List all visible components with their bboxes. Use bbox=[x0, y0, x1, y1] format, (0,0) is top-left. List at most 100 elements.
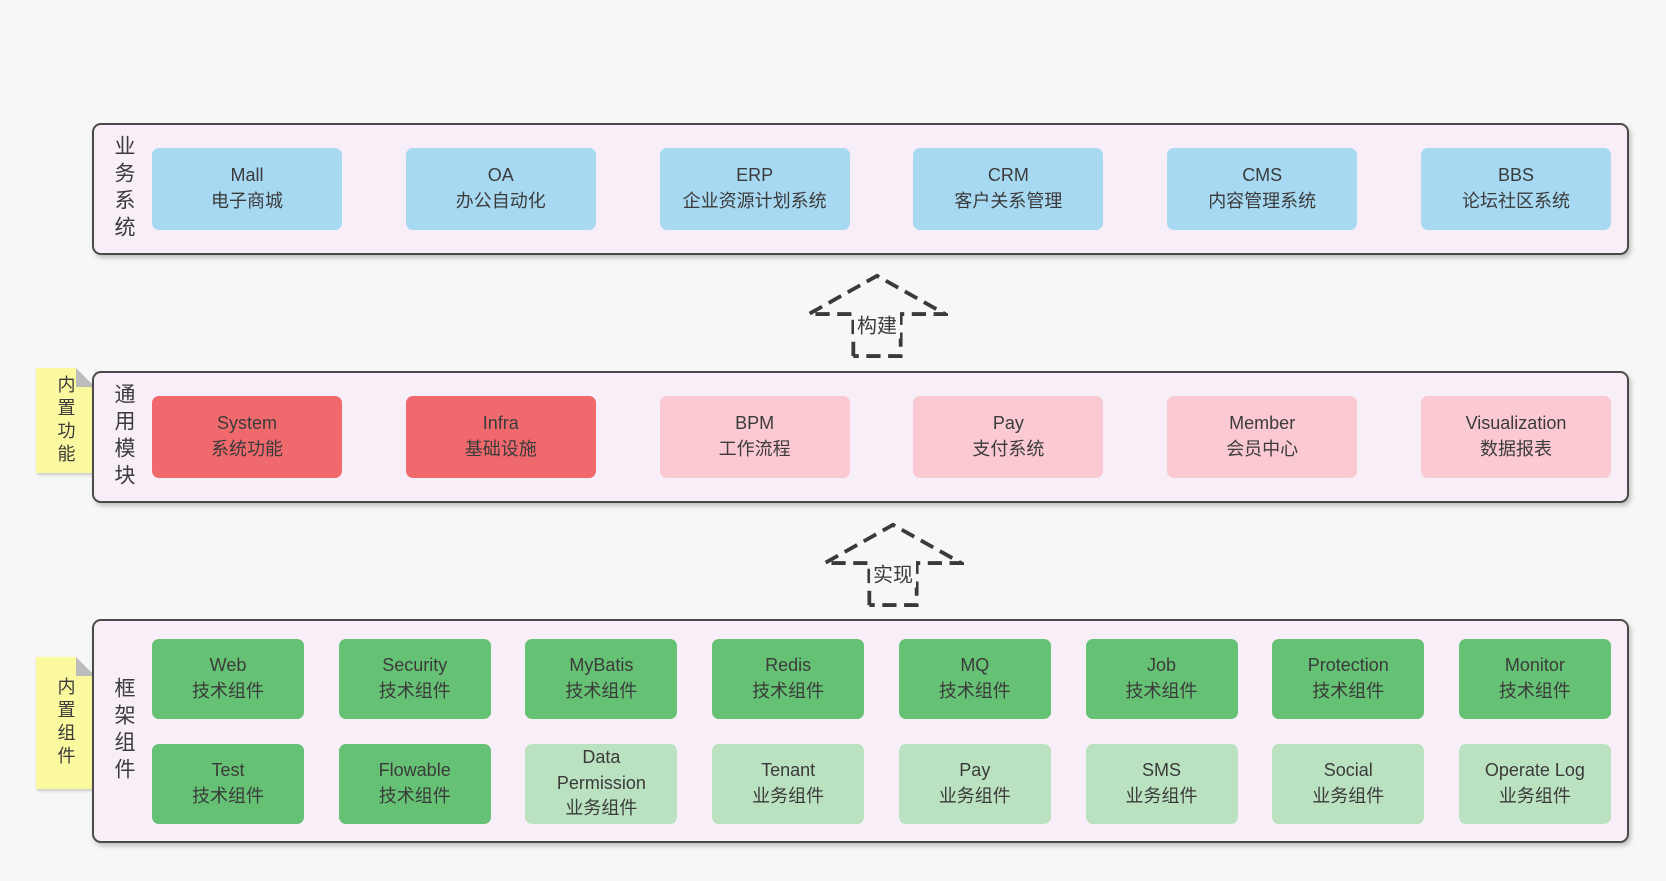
box-flowable: Flowable 技术组件 bbox=[338, 743, 491, 824]
box-subtitle: 业务组件 bbox=[938, 785, 1011, 806]
box-tenant: Tenant 业务组件 bbox=[712, 743, 865, 824]
layer-label: 框架组件 bbox=[112, 677, 135, 785]
box-redis: Redis 技术组件 bbox=[712, 638, 865, 719]
box-title: OA bbox=[487, 165, 514, 186]
box-subtitle: 技术组件 bbox=[378, 680, 451, 701]
box-subtitle: 内容管理系统 bbox=[1208, 191, 1317, 211]
dashed-up-arrow-icon bbox=[822, 522, 964, 607]
box-title: MyBatis bbox=[569, 654, 634, 675]
box-subtitle: 技术组件 bbox=[192, 785, 264, 806]
box-subtitle: 业务组件 bbox=[1498, 785, 1571, 806]
box-title: SMS bbox=[1142, 759, 1182, 780]
box-cms: CMS 内容管理系统 bbox=[1167, 148, 1358, 230]
sticky-note-built-in-features: 内置功能 bbox=[36, 368, 95, 473]
box-title: Web bbox=[209, 654, 247, 675]
box-title: Monitor bbox=[1504, 654, 1565, 675]
box-subtitle: 办公自动化 bbox=[455, 191, 546, 211]
box-title: CRM bbox=[987, 165, 1029, 186]
box-subtitle: 技术组件 bbox=[752, 680, 825, 701]
box-title: Test bbox=[211, 759, 245, 780]
box-subtitle: 技术组件 bbox=[1125, 680, 1198, 701]
box-title: BBS bbox=[1497, 165, 1534, 186]
box-subtitle: 业务组件 bbox=[752, 785, 825, 806]
box-subtitle: 企业资源计划系统 bbox=[682, 191, 827, 211]
layer-label: 通用模块 bbox=[112, 383, 135, 491]
box-subtitle: 会员中心 bbox=[1226, 439, 1299, 459]
box-operate-log: Operate Log 业务组件 bbox=[1458, 743, 1611, 824]
box-member: Member 会员中心 bbox=[1167, 396, 1358, 478]
box-title: BPM bbox=[735, 413, 775, 434]
box-title: System bbox=[216, 413, 277, 434]
box-subtitle: 电子商城 bbox=[211, 191, 283, 211]
box-job: Job 技术组件 bbox=[1085, 638, 1238, 719]
box-title: Visualization bbox=[1465, 413, 1567, 434]
sticky-note-built-in-components: 内置组件 bbox=[36, 657, 95, 789]
box-title: Operate Log bbox=[1484, 759, 1585, 780]
box-monitor: Monitor 技术组件 bbox=[1458, 638, 1611, 719]
dashed-up-arrow-icon bbox=[806, 273, 948, 358]
box-title: Flowable bbox=[378, 759, 451, 780]
box-subtitle: 工作流程 bbox=[718, 439, 791, 459]
arrow-label: 构建 bbox=[854, 309, 900, 339]
box-security: Security 技术组件 bbox=[338, 638, 491, 719]
box-pay: Pay 支付系统 bbox=[913, 396, 1104, 478]
box-bpm: BPM 工作流程 bbox=[659, 396, 850, 478]
box-subtitle: 支付系统 bbox=[972, 439, 1045, 459]
box-protection: Protection 技术组件 bbox=[1272, 638, 1425, 719]
box-title: MQ bbox=[960, 654, 990, 675]
box-subtitle: 技术组件 bbox=[565, 680, 638, 701]
box-erp: ERP 企业资源计划系统 bbox=[659, 148, 850, 230]
box-subtitle: 业务组件 bbox=[1312, 785, 1385, 806]
box-subtitle: 论坛社区系统 bbox=[1461, 191, 1570, 211]
arrow-build: 构建 bbox=[806, 272, 948, 358]
box-subtitle: 技术组件 bbox=[1312, 680, 1385, 701]
box-title: Social bbox=[1323, 759, 1373, 780]
box-title: Pay bbox=[959, 759, 991, 780]
box-subtitle: 业务组件 bbox=[565, 798, 638, 819]
box-visualization: Visualization 数据报表 bbox=[1420, 396, 1611, 478]
box-title: Job bbox=[1147, 654, 1177, 675]
box-subtitle: 基础设施 bbox=[464, 439, 537, 459]
box-title: Tenant bbox=[761, 759, 816, 780]
box-social: Social 业务组件 bbox=[1272, 743, 1425, 824]
folded-corner-icon bbox=[76, 657, 95, 676]
sticky-note-label: 内置组件 bbox=[55, 677, 76, 769]
box-subtitle: 数据报表 bbox=[1479, 439, 1552, 459]
box-data-permission: Data Permission 业务组件 bbox=[525, 743, 678, 824]
box-title: Member bbox=[1229, 413, 1296, 434]
sticky-note-label: 内置功能 bbox=[55, 374, 76, 467]
box-title: Pay bbox=[992, 413, 1024, 434]
box-title: CMS bbox=[1242, 165, 1283, 186]
box-title: ERP bbox=[736, 165, 774, 186]
box-subtitle: 技术组件 bbox=[1498, 680, 1571, 701]
box-title: Security bbox=[382, 654, 448, 675]
box-title: Redis bbox=[765, 654, 812, 675]
box-title: Protection bbox=[1307, 654, 1389, 675]
layer-label: 业务系统 bbox=[112, 135, 135, 243]
box-title: Data Permission bbox=[556, 747, 646, 793]
box-subtitle: 技术组件 bbox=[378, 785, 451, 806]
box-web: Web 技术组件 bbox=[152, 638, 304, 719]
box-oa: OA 办公自动化 bbox=[405, 148, 596, 230]
arrow-implement: 实现 bbox=[822, 521, 964, 607]
folded-corner-icon bbox=[76, 368, 95, 387]
arrow-label: 实现 bbox=[870, 558, 916, 588]
box-subtitle: 技术组件 bbox=[192, 680, 264, 701]
